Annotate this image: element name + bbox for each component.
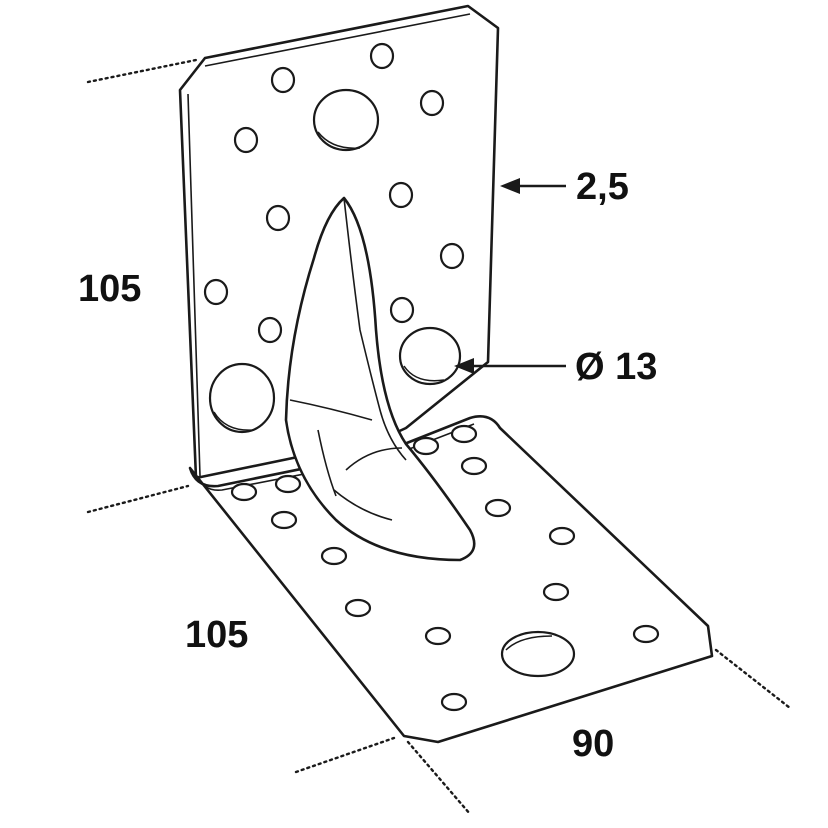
hole: [412, 436, 440, 456]
horizontal-plate-holes: [230, 424, 660, 712]
hole-diameter-label: Ø 13: [575, 346, 658, 388]
width-dimension-label: 90: [572, 723, 615, 765]
hole-diameter-arrow-head: [454, 358, 474, 374]
hole: [424, 626, 452, 646]
rib-contour-4: [333, 489, 393, 521]
extension-line-top: [86, 58, 198, 84]
hole: [484, 498, 512, 518]
extension-line-middle: [86, 484, 190, 514]
rib-crest: [343, 197, 407, 461]
hole: [274, 474, 302, 494]
hole: [419, 89, 445, 117]
depth-dimension-label: 105: [185, 614, 249, 656]
large-hole: [312, 88, 380, 152]
hole: [270, 510, 298, 530]
horizontal-plate-large-hole: [500, 630, 576, 678]
hole: [548, 526, 576, 546]
hole: [369, 42, 395, 70]
rib-contour-1: [289, 399, 373, 421]
height-dimension-label: 105: [78, 268, 142, 310]
hole: [233, 126, 259, 154]
bend-line: [197, 423, 475, 492]
large-hole-inner: [213, 411, 255, 431]
hole: [440, 692, 468, 712]
large-hole-inner: [505, 635, 553, 651]
rib-contour-3: [345, 447, 403, 471]
hole: [542, 582, 570, 602]
hole: [320, 546, 348, 566]
stiffening-rib: [284, 196, 476, 562]
vertical-plate-holes: [203, 42, 465, 344]
large-hole-inner: [403, 365, 445, 382]
hole: [265, 204, 291, 232]
thickness-dimension-label: 2,5: [576, 166, 629, 208]
extension-line-bottom: [406, 740, 472, 816]
vertical-plate-large-holes: [208, 88, 462, 434]
hole: [203, 278, 229, 306]
hole: [450, 424, 478, 444]
large-hole: [398, 326, 462, 386]
extension-line-bottom-right: [714, 648, 792, 710]
hole: [270, 66, 296, 94]
plate-edge-top: [204, 13, 471, 67]
thickness-arrow-head: [500, 178, 520, 194]
hole: [460, 456, 488, 476]
hole: [257, 316, 283, 344]
hole: [389, 296, 415, 324]
large-hole-inner: [317, 131, 361, 149]
hole: [230, 482, 258, 502]
extension-line-bottom-left: [294, 736, 396, 774]
large-hole: [208, 362, 276, 434]
plate-edge-left: [187, 93, 201, 477]
hole: [632, 624, 660, 644]
hole: [388, 181, 414, 209]
hole: [439, 242, 465, 270]
hole: [344, 598, 372, 618]
